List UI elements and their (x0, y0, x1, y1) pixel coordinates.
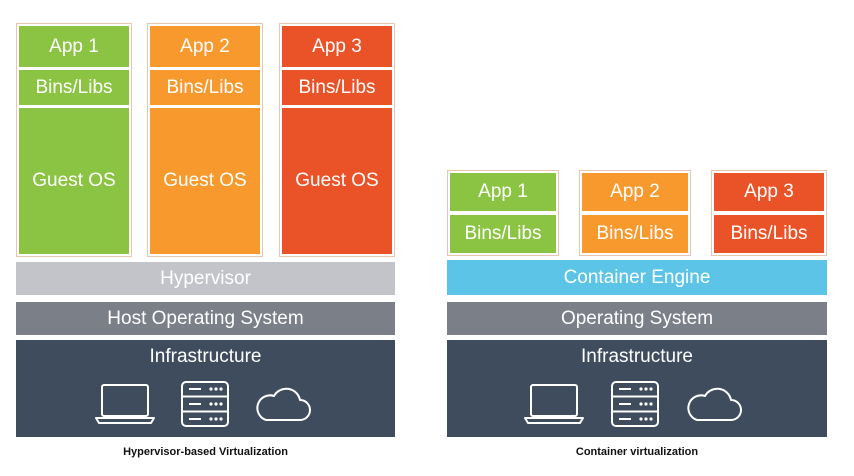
app-block: App 3 (714, 173, 824, 211)
infrastructure-layer: Infrastructure (447, 340, 827, 437)
cloud-icon (256, 387, 311, 421)
vm-column-3: App 3 Bins/Libs Guest OS (279, 23, 395, 257)
container-engine-layer: Container Engine (447, 260, 827, 295)
infrastructure-label: Infrastructure (581, 346, 693, 367)
cloud-icon (687, 387, 742, 421)
laptop-icon (524, 384, 584, 424)
laptop-icon (95, 384, 155, 424)
container-caption: Container virtualization (575, 446, 699, 458)
infrastructure-label: Infrastructure (149, 346, 262, 367)
bins-libs-block: Bins/Libs (450, 215, 556, 253)
guest-os-block: Guest OS (150, 108, 260, 254)
bins-libs-block: Bins/Libs (19, 70, 129, 105)
app-block: App 1 (450, 173, 556, 211)
container-column-3: App 3 Bins/Libs (711, 170, 827, 256)
app-block: App 2 (150, 26, 260, 67)
bins-libs-block: Bins/Libs (582, 215, 688, 253)
guest-os-block: Guest OS (282, 108, 392, 254)
hypervisor-layer: Hypervisor (16, 262, 395, 295)
bins-libs-block: Bins/Libs (714, 215, 824, 253)
infrastructure-layer: Infrastructure (16, 340, 395, 437)
bins-libs-block: Bins/Libs (150, 70, 260, 105)
container-column-2: App 2 Bins/Libs (579, 170, 691, 256)
bins-libs-block: Bins/Libs (282, 70, 392, 105)
server-icon (611, 381, 659, 427)
host-os-layer: Host Operating System (16, 302, 395, 335)
app-block: App 3 (282, 26, 392, 67)
server-icon (181, 381, 229, 427)
vm-column-2: App 2 Bins/Libs Guest OS (147, 23, 263, 257)
vm-column-1: App 1 Bins/Libs Guest OS (16, 23, 132, 257)
guest-os-block: Guest OS (19, 108, 129, 254)
hypervisor-caption: Hypervisor-based Virtualization (123, 446, 288, 458)
container-column-1: App 1 Bins/Libs (447, 170, 559, 256)
app-block: App 1 (19, 26, 129, 67)
operating-system-layer: Operating System (447, 302, 827, 335)
app-block: App 2 (582, 173, 688, 211)
